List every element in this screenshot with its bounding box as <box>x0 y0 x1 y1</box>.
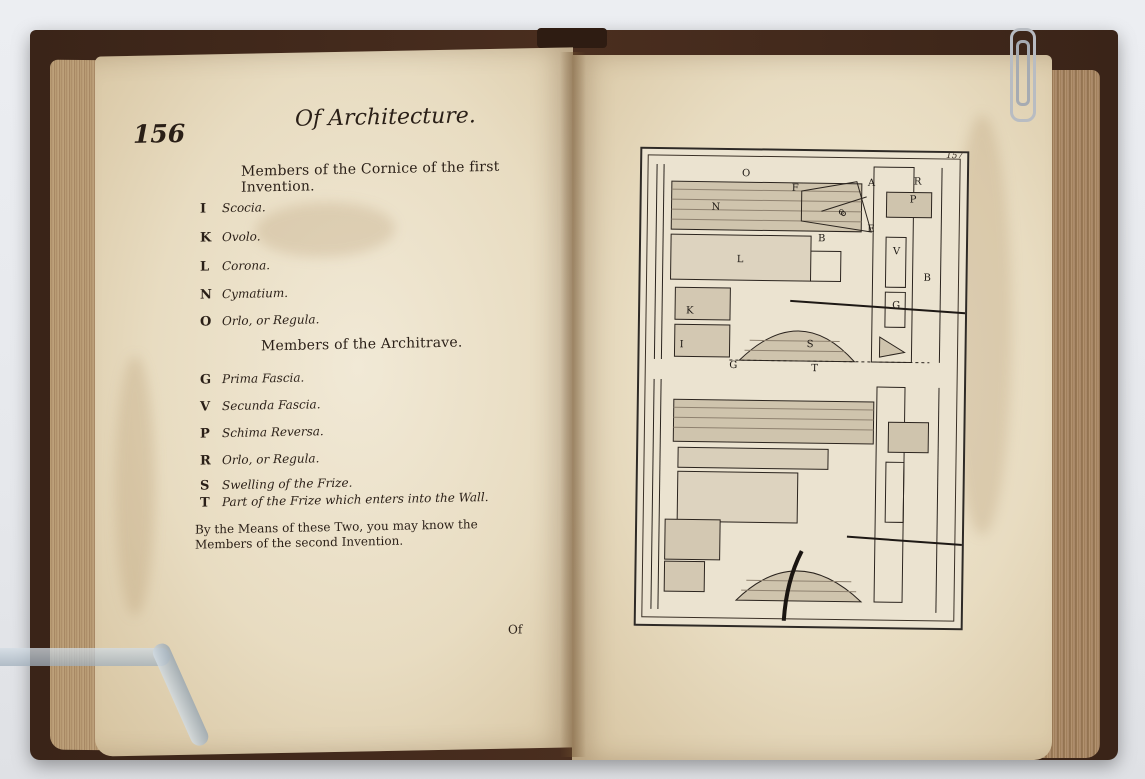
paperclip <box>1010 28 1036 122</box>
plate-label: A <box>867 177 876 190</box>
member-letter: R <box>200 453 211 469</box>
member-name: Prima Fascia. <box>222 370 305 387</box>
plate-label: L <box>736 254 744 266</box>
member-letter: P <box>200 426 210 442</box>
member-letter: L <box>200 259 210 275</box>
list-item: S Swelling of the Frize. <box>200 476 352 494</box>
book-gutter <box>560 52 586 757</box>
member-letter: V <box>200 399 211 415</box>
plate-label: O <box>741 168 751 180</box>
member-letter: N <box>200 287 212 303</box>
member-name: Scocia. <box>222 200 266 216</box>
heading-architrave: Members of the Architrave. <box>261 334 463 355</box>
member-name: Corona. <box>222 258 271 274</box>
list-item: I Scocia. <box>200 200 266 216</box>
plate-label: G <box>729 359 738 372</box>
list-item: G Prima Fascia. <box>200 371 304 388</box>
plate-label: K <box>685 305 694 317</box>
plate-label: I <box>679 339 684 351</box>
page-number: 156 <box>133 118 186 149</box>
list-item: V Secunda Fascia. <box>200 397 321 414</box>
engraving-illustration <box>641 154 967 622</box>
member-name: Ovolo. <box>222 229 261 245</box>
engraved-plate: 157 <box>633 146 970 631</box>
paperclip-inner <box>1016 40 1030 106</box>
plate-label: P <box>909 194 917 206</box>
plate-label: B <box>923 272 931 284</box>
list-item: R Orlo, or Regula. <box>200 451 319 468</box>
member-letter: G <box>200 372 212 388</box>
member-name: Orlo, or Regula. <box>222 312 320 329</box>
member-name: Secunda Fascia. <box>222 397 321 414</box>
right-page: 157 <box>572 55 1052 760</box>
member-letter: S <box>200 478 210 494</box>
plate-label: F <box>791 182 799 194</box>
member-name: Schima Reversa. <box>222 424 324 441</box>
member-name: Orlo, or Regula. <box>222 451 320 468</box>
list-item: L Corona. <box>200 258 270 274</box>
member-letter: O <box>200 314 212 330</box>
list-item: T Part of the Frize which enters into the… <box>200 490 489 511</box>
member-name: Cymatium. <box>222 285 289 302</box>
plate-label: V <box>892 246 901 258</box>
running-head: Of Architecture. <box>295 103 476 132</box>
member-name: Swelling of the Frize. <box>222 475 353 493</box>
plate-label: T <box>811 363 819 375</box>
member-letter: K <box>200 230 212 246</box>
plate-label: E <box>867 223 875 236</box>
closing-text: By the Means of these Two, you may know … <box>195 517 478 552</box>
plate-label: R <box>913 176 922 188</box>
list-item: N Cymatium. <box>200 286 288 303</box>
book-spine <box>537 28 607 48</box>
heading-cornice: Members of the Cornice of the first Inve… <box>241 158 500 196</box>
member-letter: I <box>200 201 207 217</box>
plate-label: G <box>892 300 901 312</box>
member-letter: T <box>200 495 210 511</box>
list-item: O Orlo, or Regula. <box>200 312 319 329</box>
member-name: Part of the Frize which enters into the … <box>222 490 489 510</box>
plate-label: N <box>711 201 721 213</box>
list-item: K Ovolo. <box>200 229 261 245</box>
plate-label: S <box>806 339 814 351</box>
acrylic-stand <box>0 648 170 666</box>
plate-label: e <box>838 206 845 218</box>
plate-label: B <box>818 233 826 245</box>
list-item: P Schima Reversa. <box>200 424 324 441</box>
catchword: Of <box>508 622 523 637</box>
